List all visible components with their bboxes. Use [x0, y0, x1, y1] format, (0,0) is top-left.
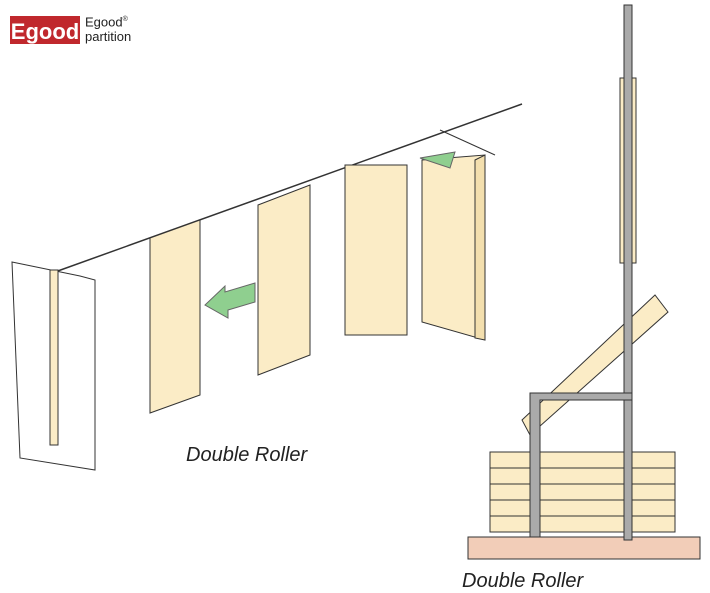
wall-jamb [49, 269, 59, 446]
track-end [439, 129, 496, 156]
caption-left: Double Roller [186, 444, 308, 466]
brand-sub: partition [85, 29, 132, 45]
floor [467, 536, 701, 560]
leaning-panel [521, 294, 669, 436]
svg-text:Egood: Egood [11, 19, 79, 44]
stacked-panels [489, 451, 676, 533]
egood-logo: Egood [10, 16, 80, 44]
registered-mark: ® [122, 16, 128, 23]
caption-right: Double Roller [462, 570, 584, 592]
arrow-stack-icon [419, 151, 456, 169]
panel-2 [257, 184, 311, 376]
arrow-left-icon [204, 282, 256, 319]
post [623, 4, 633, 541]
frame [529, 392, 633, 538]
logo-text: Egood® partition [85, 12, 131, 44]
brand-name: Egood [85, 14, 123, 30]
panel-3 [344, 164, 408, 336]
panel-1 [149, 219, 201, 414]
